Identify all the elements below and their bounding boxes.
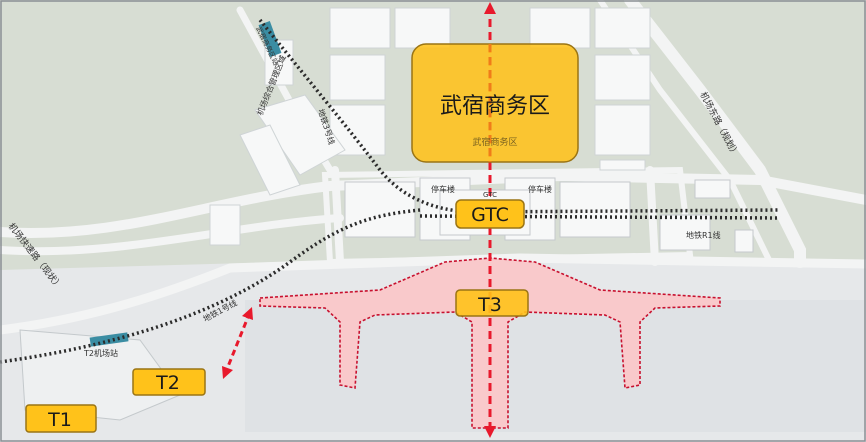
business-district-small-label: 武宿商务区	[472, 136, 517, 148]
connector-arrow-up-icon	[242, 307, 253, 320]
axis-arrow-up-icon	[484, 2, 496, 14]
t1-callout	[25, 404, 97, 433]
t1-title: T1	[47, 409, 72, 431]
gtc-callout	[455, 199, 525, 229]
parking-east-label: 停车楼	[528, 184, 552, 194]
t3-title: T3	[477, 294, 502, 316]
business-district-callout	[411, 43, 579, 163]
business-district-blocks	[329, 7, 651, 171]
axis-arrow-down-icon	[484, 426, 496, 438]
t2-title: T2	[155, 372, 180, 394]
t2-callout	[132, 368, 206, 396]
metro-r1-label: 地铁R1线	[686, 230, 721, 240]
parking-west-label: 停车楼	[431, 184, 455, 194]
connector-arrow-down-icon	[222, 366, 233, 379]
gtc-title: GTC	[471, 204, 509, 226]
wusu-metro-station-marker	[258, 20, 282, 58]
connector-line	[223, 311, 252, 375]
gtc-small-label: GTC	[483, 191, 497, 199]
t3-callout	[455, 289, 529, 317]
apron-inner	[245, 300, 866, 432]
road-network	[0, 0, 866, 335]
business-district-title: 武宿商务区	[440, 94, 550, 119]
airport-management-blocks	[209, 39, 346, 246]
t3-terminal-outline	[259, 257, 721, 429]
t2-station-label: T2机场站	[83, 348, 118, 358]
